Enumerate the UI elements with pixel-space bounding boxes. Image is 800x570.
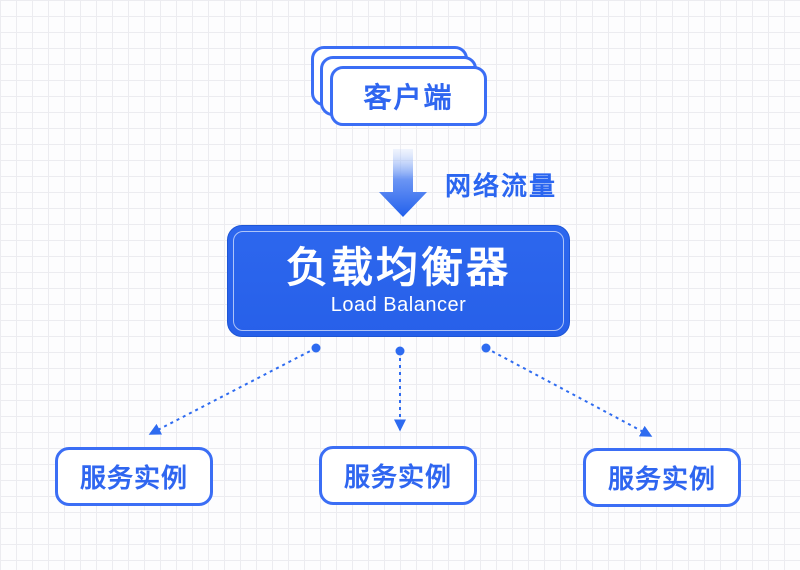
server-label-3: 服务实例 <box>607 464 716 494</box>
load-balancer-node: 负载均衡器 Load Balancer <box>227 225 570 337</box>
client-label: 客户端 <box>363 82 454 113</box>
traffic-arrow-icon <box>379 149 427 217</box>
load-balancer-title: 负载均衡器 <box>285 244 511 292</box>
edge-start-dot-middle <box>395 346 405 356</box>
edge-start-dot-left <box>311 343 321 353</box>
edge-lb-to-server-1 <box>148 347 317 435</box>
server-node-1: 服务实例 <box>55 447 213 506</box>
server-node-2: 服务实例 <box>319 446 477 505</box>
load-balancer-subtitle: Load Balancer <box>330 293 467 316</box>
server-node-3: 服务实例 <box>583 448 741 507</box>
edge-lb-to-server-3 <box>485 347 653 437</box>
server-label-2: 服务实例 <box>343 462 452 492</box>
traffic-label: 网络流量 <box>445 171 558 201</box>
client-node: 客户端 <box>330 66 487 126</box>
edge-start-dot-right <box>481 343 491 353</box>
server-label-1: 服务实例 <box>79 463 188 493</box>
